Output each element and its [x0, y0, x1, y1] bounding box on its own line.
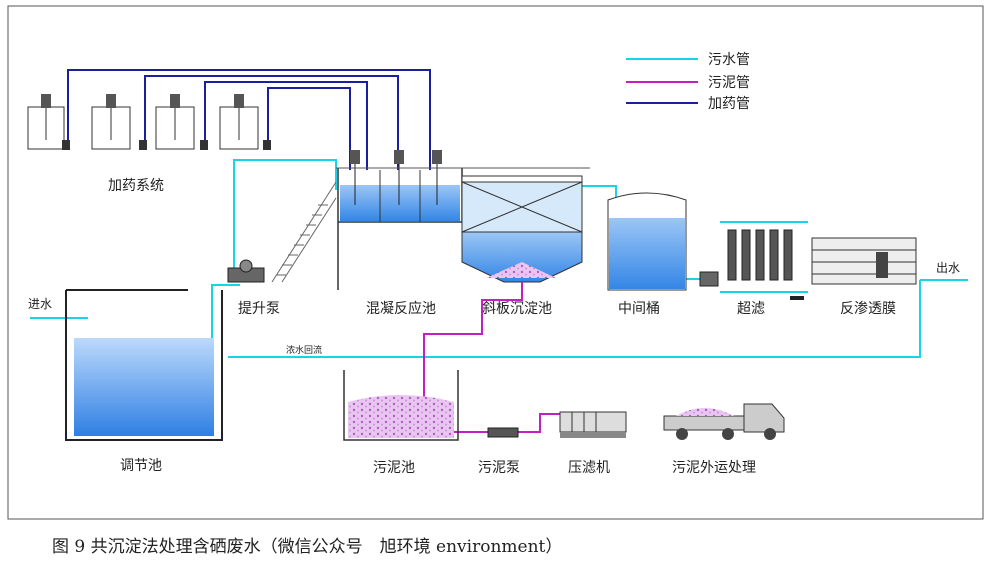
sludge-pump-label: 污泥泵: [478, 460, 520, 476]
coag-tank: [336, 150, 590, 290]
legend-dosing-label: 加药管: [708, 96, 750, 112]
mid-bucket: [607, 192, 687, 291]
uf-label: 超滤: [737, 301, 765, 317]
legend-sewage-label: 污水管: [708, 52, 750, 68]
legend-sludge-label: 污泥管: [708, 75, 750, 91]
inlet-label: 进水: [28, 297, 52, 311]
sludge-tank: [343, 370, 459, 441]
sludge-pump: [487, 427, 519, 438]
mid-bucket-label: 中间桶: [618, 301, 660, 317]
sludge-tank-label: 污泥池: [373, 460, 415, 476]
lift-pump-label: 提升泵: [238, 301, 280, 317]
dosing-pipes: [67, 69, 431, 170]
disposal-truck: [663, 403, 785, 440]
settler: [461, 175, 583, 283]
dosing-tank: [155, 94, 208, 150]
dosing-tank: [91, 94, 147, 150]
dosing-tank: [219, 94, 271, 150]
equalization-tank: 调节池: [65, 289, 223, 474]
ro-label: 反渗透膜: [840, 301, 896, 317]
coag-tank-label: 混凝反应池: [366, 300, 436, 317]
staircase: [271, 181, 337, 283]
uf-unit: [720, 221, 808, 300]
outlet-label: 出水: [936, 261, 960, 275]
ro-unit: [811, 237, 917, 285]
equalization-tank-label: 调节池: [120, 458, 162, 474]
sludge-disposal-label: 污泥外运处理: [672, 460, 756, 476]
concentrate-return-label: 浓水回流: [286, 344, 322, 356]
dosing-system-label: 加药系统: [108, 178, 164, 194]
figure-caption: 图 9 共沉淀法处理含硒废水（微信公众号 旭环境 environment）: [52, 537, 563, 557]
lift-pump: [227, 259, 265, 283]
settler-label: 斜板沉淀池: [482, 301, 552, 317]
filter-press: [559, 411, 627, 438]
legend: 污水管 污泥管 加药管: [626, 52, 750, 112]
booster-pump: [699, 271, 719, 287]
filter-press-label: 压滤机: [568, 460, 610, 476]
dosing-tank: [27, 94, 70, 150]
dosing-system: 加药系统: [27, 94, 271, 194]
